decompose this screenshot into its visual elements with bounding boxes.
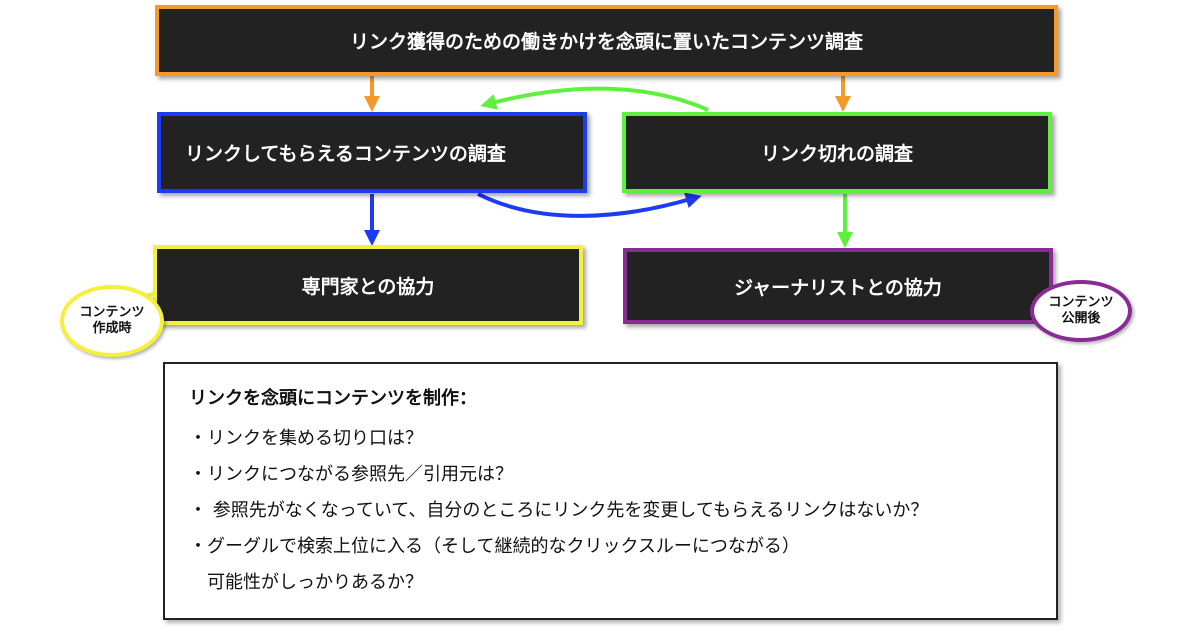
box-label: 専門家との協力 xyxy=(301,275,435,298)
callout-content-creation: コンテンツ 作成時 xyxy=(60,285,164,357)
list-item: ・リンクを集める切り口は？ xyxy=(189,428,423,449)
list-item: ・ 参照先がなくなっていて、自分のところにリンク先を変更してもらえるリンクはない… xyxy=(189,500,929,521)
box-journalists: ジャーナリストとの協力 xyxy=(623,248,1053,324)
callout-after-publish: コンテンツ 公開後 xyxy=(1030,280,1132,342)
box-broken-links: リンク切れの調査 xyxy=(622,112,1052,193)
box-label: リンク切れの調査 xyxy=(760,143,913,165)
box-label: リンク獲得のための働きかけを念頭に置いたコンテンツ調査 xyxy=(349,31,863,53)
arrow-broken-to-linkable xyxy=(480,86,709,112)
list-item: ・グーグルで検索上位に入る（そして継続的なクリックスルーにつながる） xyxy=(189,536,800,557)
callout-line: 公開後 xyxy=(1061,311,1101,326)
list-item: ・リンクにつながる参照先／引用元は？ xyxy=(189,464,513,485)
notes-box: リンクを念頭にコンテンツを制作： ・リンクを集める切り口は？ ・リンクにつながる… xyxy=(163,362,1058,620)
callout-line: コンテンツ xyxy=(1048,294,1114,310)
callout-line: 作成時 xyxy=(92,321,132,336)
box-label: ジャーナリストとの協力 xyxy=(734,276,942,299)
box-top-research: リンク獲得のための働きかけを念頭に置いたコンテンツ調査 xyxy=(155,5,1058,76)
notes-title: リンクを念頭にコンテンツを制作： xyxy=(189,388,477,409)
callout-line: コンテンツ xyxy=(79,304,145,320)
box-label: リンクしてもらえるコンテンツの調査 xyxy=(185,143,506,165)
arrow-linkable-to-broken xyxy=(477,192,702,218)
box-linkable-content: リンクしてもらえるコンテンツの調査 xyxy=(157,112,587,193)
list-item-continuation: 可能性がしっかりあるか？ xyxy=(207,572,423,593)
box-experts: 専門家との協力 xyxy=(153,245,583,325)
